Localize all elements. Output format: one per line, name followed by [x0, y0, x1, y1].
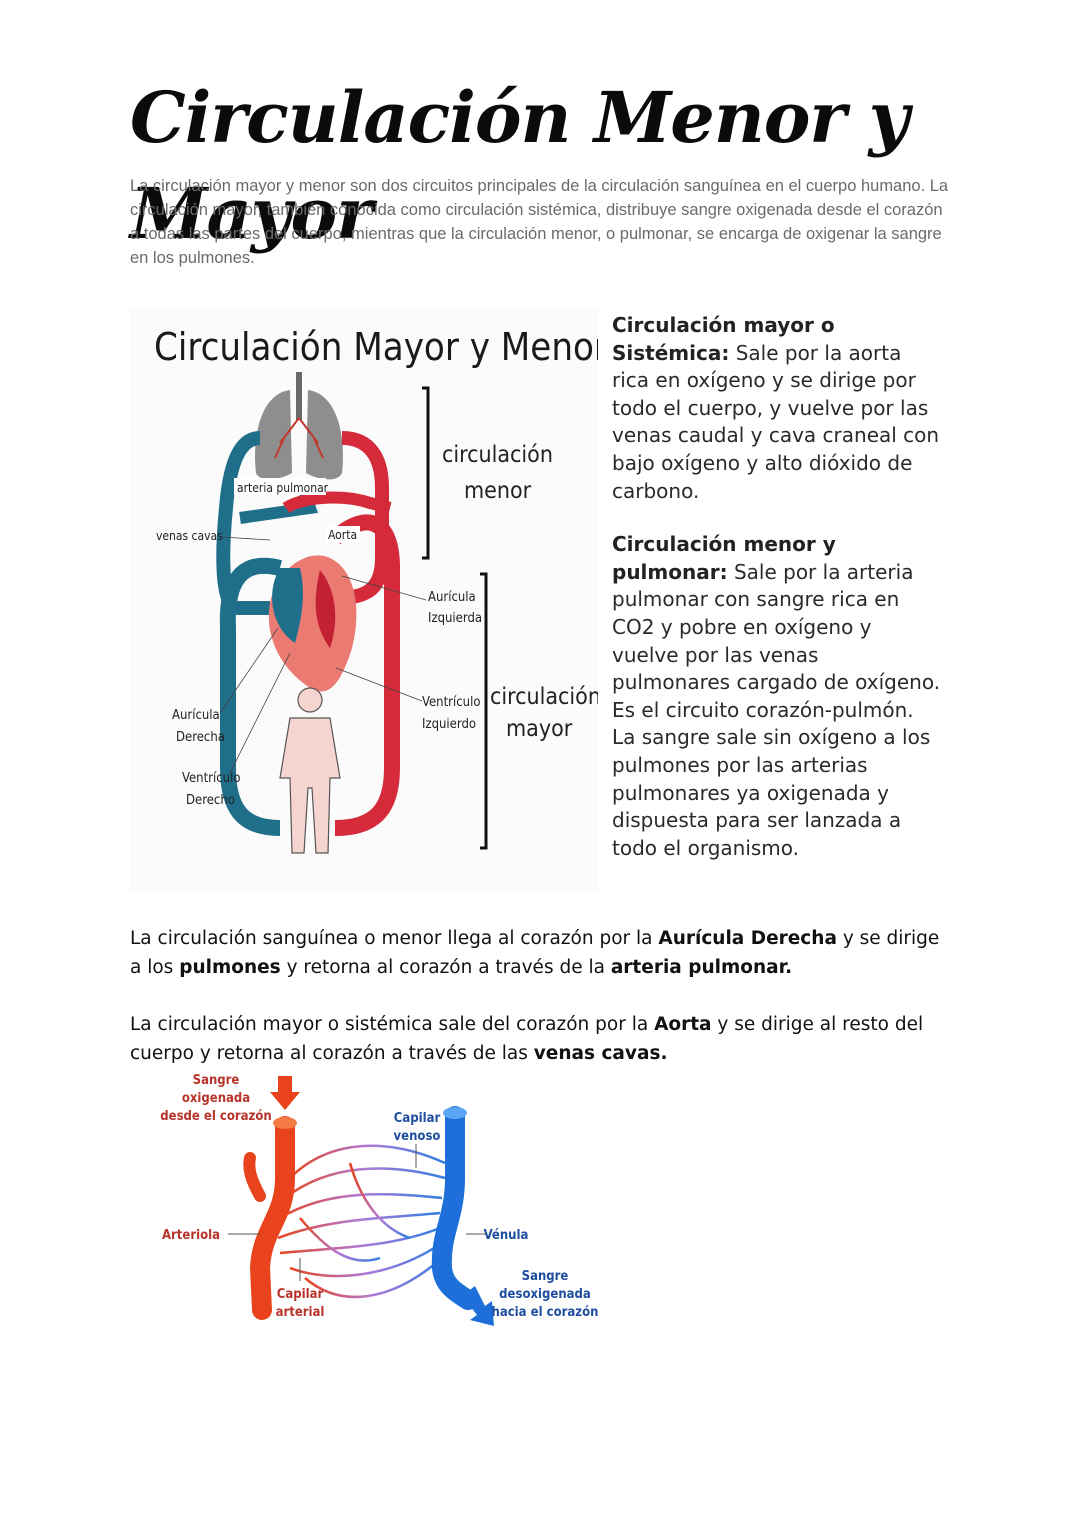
text: La circulación sanguínea o menor llega a… [130, 928, 659, 949]
label-sangre-desoxigenada-1: Sangre [522, 1269, 569, 1284]
label-ventriculo-izquierdo-2: Izquierdo [422, 717, 476, 732]
label-ventriculo-derecho-2: Derecho [186, 793, 235, 808]
label-circulacion-menor-1: circulación [442, 442, 553, 468]
label-auricula-izquierda-2: Izquierda [428, 611, 482, 626]
lungs [255, 372, 343, 480]
paragraph-circulacion-menor: La circulación sanguínea o menor llega a… [130, 924, 950, 982]
label-auricula-derecha-1: Aurícula [172, 708, 220, 723]
menor-heading: Circulación menor y pulmonar: [612, 532, 836, 584]
capillary-network [277, 1144, 446, 1299]
circulation-diagram: Circulación Mayor y Menor circulación me… [130, 308, 598, 892]
text: y se dirige al resto del cuerpo y retorn… [130, 1014, 924, 1064]
text: y se dirige a los [130, 928, 940, 978]
bold-auricula-derecha: Aurícula Derecha [658, 928, 837, 949]
label-arteria-pulmonar: arteria pulmonar [237, 481, 329, 495]
text: La circulación mayor o sistémica sale de… [130, 1014, 655, 1035]
aorta-loop [329, 514, 400, 836]
label-sangre-oxigenada-3: desde el corazón [160, 1109, 271, 1124]
label-capilar-venoso-1: Capilar [394, 1111, 441, 1126]
diagram-title: Circulación Mayor y Menor [154, 325, 598, 369]
paragraph-circulacion-mayor: La circulación mayor o sistémica sale de… [130, 1010, 950, 1068]
vena-cava-loop [219, 557, 282, 836]
label-circulacion-menor-2: menor [464, 478, 532, 504]
label-circulacion-mayor-1: circulación [490, 684, 598, 710]
bold-venas-cavas: venas cavas. [533, 1043, 668, 1064]
label-capilar-venoso-2: venoso [394, 1129, 441, 1144]
label-sangre-desoxigenada-3: hacia el corazón [492, 1305, 599, 1320]
mayor-heading: Circulación mayor o Sistémica: [612, 313, 835, 365]
heart [268, 555, 357, 692]
human-body [279, 687, 341, 854]
mayor-description: Circulación mayor o Sistémica: Sale por … [612, 312, 942, 505]
bold-pulmones: pulmones [179, 957, 281, 978]
venule [431, 1106, 478, 1310]
side-description: Circulación mayor o Sistémica: Sale por … [612, 312, 942, 888]
label-auricula-derecha-2: Derecha [176, 730, 225, 745]
capillary-diagram: Sangre oxigenada desde el corazón Capila… [160, 1073, 599, 1326]
label-auricula-izquierda-1: Aurícula [428, 590, 476, 605]
label-sangre-desoxigenada-2: desoxigenada [499, 1287, 591, 1302]
intro-paragraph: La circulación mayor y menor son dos cir… [130, 177, 949, 267]
label-venas-cavas: venas cavas [156, 529, 223, 543]
menor-text: Sale por la arteria pulmonar con sangre … [612, 559, 941, 860]
label-capilar-arterial-2: arterial [276, 1305, 325, 1320]
label-sangre-oxigenada-1: Sangre [193, 1073, 240, 1088]
label-capilar-arterial-1: Capilar [277, 1287, 324, 1302]
label-circulacion-mayor-2: mayor [506, 716, 573, 742]
menor-description: Circulación menor y pulmonar: Sale por l… [612, 531, 942, 862]
label-ventriculo-izquierdo-1: Ventrículo [422, 695, 481, 710]
label-ventriculo-derecho-1: Ventrículo [182, 771, 241, 786]
mayor-text: Sale por la aorta rica en oxígeno y se d… [612, 340, 940, 503]
label-arteriola: Arteriola [162, 1228, 220, 1243]
arrow-down-icon [270, 1076, 300, 1110]
label-venula: Vénula [484, 1228, 529, 1243]
label-sangre-oxigenada-2: oxigenada [182, 1091, 250, 1106]
label-aorta: Aorta [328, 528, 357, 542]
bold-aorta: Aorta [654, 1014, 712, 1035]
text: y retorna al corazón a través de la [280, 957, 611, 978]
page-title: Circulación Menor y Mayor [130, 76, 909, 255]
arrow-out-icon [462, 1286, 494, 1326]
arteriole [249, 1116, 295, 1320]
bold-arteria-pulmonar: arteria pulmonar. [610, 957, 793, 978]
